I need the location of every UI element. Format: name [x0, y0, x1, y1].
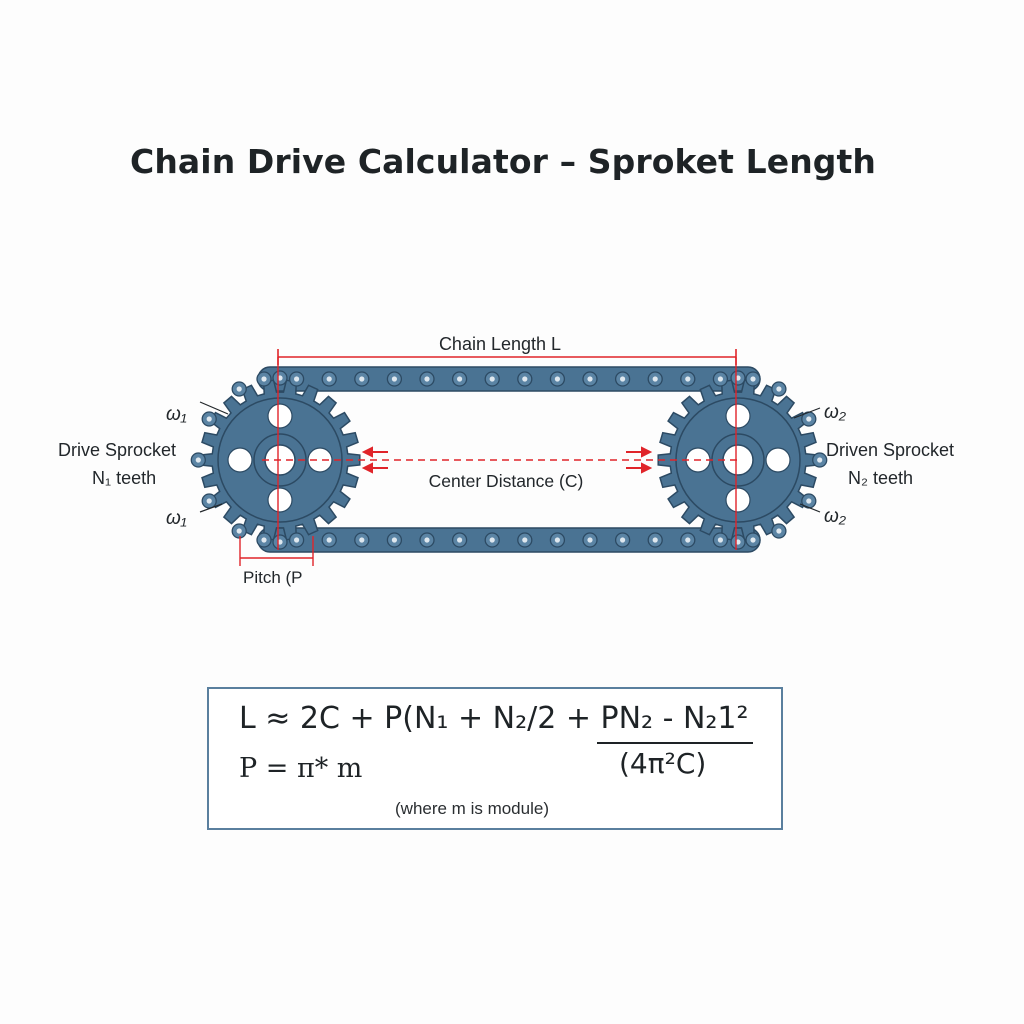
roller-pin: [587, 376, 593, 382]
roller-pin: [652, 537, 658, 543]
roller-pin: [620, 376, 626, 382]
omega-leaders: [199, 401, 821, 513]
driven-teeth-label: N₂ teeth: [848, 468, 913, 488]
formula-denominator: (4π²C): [619, 747, 707, 780]
roller-pin: [522, 376, 528, 382]
drive-hole-left: [227, 447, 253, 473]
roller-pin: [424, 537, 430, 543]
roller-pin: [391, 376, 397, 382]
chain-length-label: Chain Length L: [439, 334, 561, 354]
drive-hole-right: [307, 447, 333, 473]
roller-pin: [817, 457, 823, 463]
roller-pin: [717, 376, 724, 382]
driven-hub-bore: [722, 444, 754, 476]
roller-pin: [359, 376, 365, 382]
page-title: Chain Drive Calculator – Sproket Length: [130, 142, 876, 181]
pitch-formula: P = π* m: [239, 753, 363, 784]
drive-teeth-label: N₁ teeth: [92, 468, 156, 488]
formula-box: L ≈ 2C + P(N₁ + N₂/2 + PN₂ - N₂1² (4π²C)…: [207, 687, 783, 830]
roller-pin: [294, 537, 300, 543]
roller-pin: [277, 375, 283, 381]
center-distance-label: Center Distance (C): [429, 471, 584, 491]
omega2-bottom-label: ω₂: [824, 506, 847, 527]
roller-pin: [424, 376, 430, 382]
roller-pin: [261, 376, 267, 382]
roller-pin: [457, 376, 463, 382]
driven-hole-right: [765, 447, 791, 473]
omega2-top-label: ω₂: [824, 402, 847, 423]
roller-pin: [806, 416, 812, 422]
roller-pin: [489, 537, 495, 543]
roller-pin: [554, 537, 561, 543]
fraction-bar: [597, 742, 753, 744]
roller-pin: [806, 498, 812, 504]
driven-sprocket-label: Driven Sprocket: [826, 440, 954, 460]
roller-pin: [457, 537, 463, 543]
roller-pin: [652, 376, 658, 382]
roller-pin: [236, 386, 242, 392]
roller-pin: [587, 537, 593, 543]
chain-length-formula: L ≈ 2C + P(N₁ + N₂/2 + PN₂ - N₂1²: [239, 701, 749, 736]
roller-pin: [391, 537, 397, 543]
drive-sprocket-label: Drive Sprocket: [58, 440, 176, 460]
roller-pin: [620, 537, 626, 543]
roller-pin: [326, 537, 332, 543]
driven-hole-top: [725, 403, 751, 429]
drive-hole-top: [267, 403, 293, 429]
chain-rollers: [190, 370, 828, 550]
roller-pin: [326, 376, 332, 382]
roller-pin: [294, 376, 300, 382]
roller-pin: [489, 376, 495, 382]
pitch-label: Pitch (P: [243, 568, 303, 587]
roller-pin: [206, 498, 212, 504]
roller-pin: [277, 539, 283, 545]
roller-pin: [717, 537, 724, 543]
roller-pin: [776, 386, 782, 392]
roller-pin: [776, 528, 782, 534]
roller-pin: [236, 528, 242, 534]
module-note: (where m is module): [395, 799, 549, 818]
sprocket-axis-lines: [277, 357, 737, 550]
roller-pin: [195, 457, 201, 463]
pitch-dimension: [239, 536, 314, 566]
omega1-top-label: ω₁: [166, 404, 187, 425]
roller-pin: [750, 537, 756, 543]
roller-pin: [554, 376, 561, 382]
roller-pin: [261, 537, 267, 543]
roller-pin: [359, 537, 365, 543]
roller-pin: [522, 537, 528, 543]
driven-sprocket: [657, 379, 819, 541]
center-arrow-left: [361, 446, 388, 474]
roller-pin: [685, 376, 691, 382]
roller-pin: [685, 537, 691, 543]
driven-hole-bottom: [725, 487, 751, 513]
omega1-bottom-label: ω₁: [166, 508, 187, 529]
roller-pin: [750, 376, 756, 382]
drive-hole-bottom: [267, 487, 293, 513]
center-arrow-right: [626, 446, 653, 474]
roller-pin: [206, 416, 212, 422]
center-distance-dimension: [262, 446, 742, 474]
